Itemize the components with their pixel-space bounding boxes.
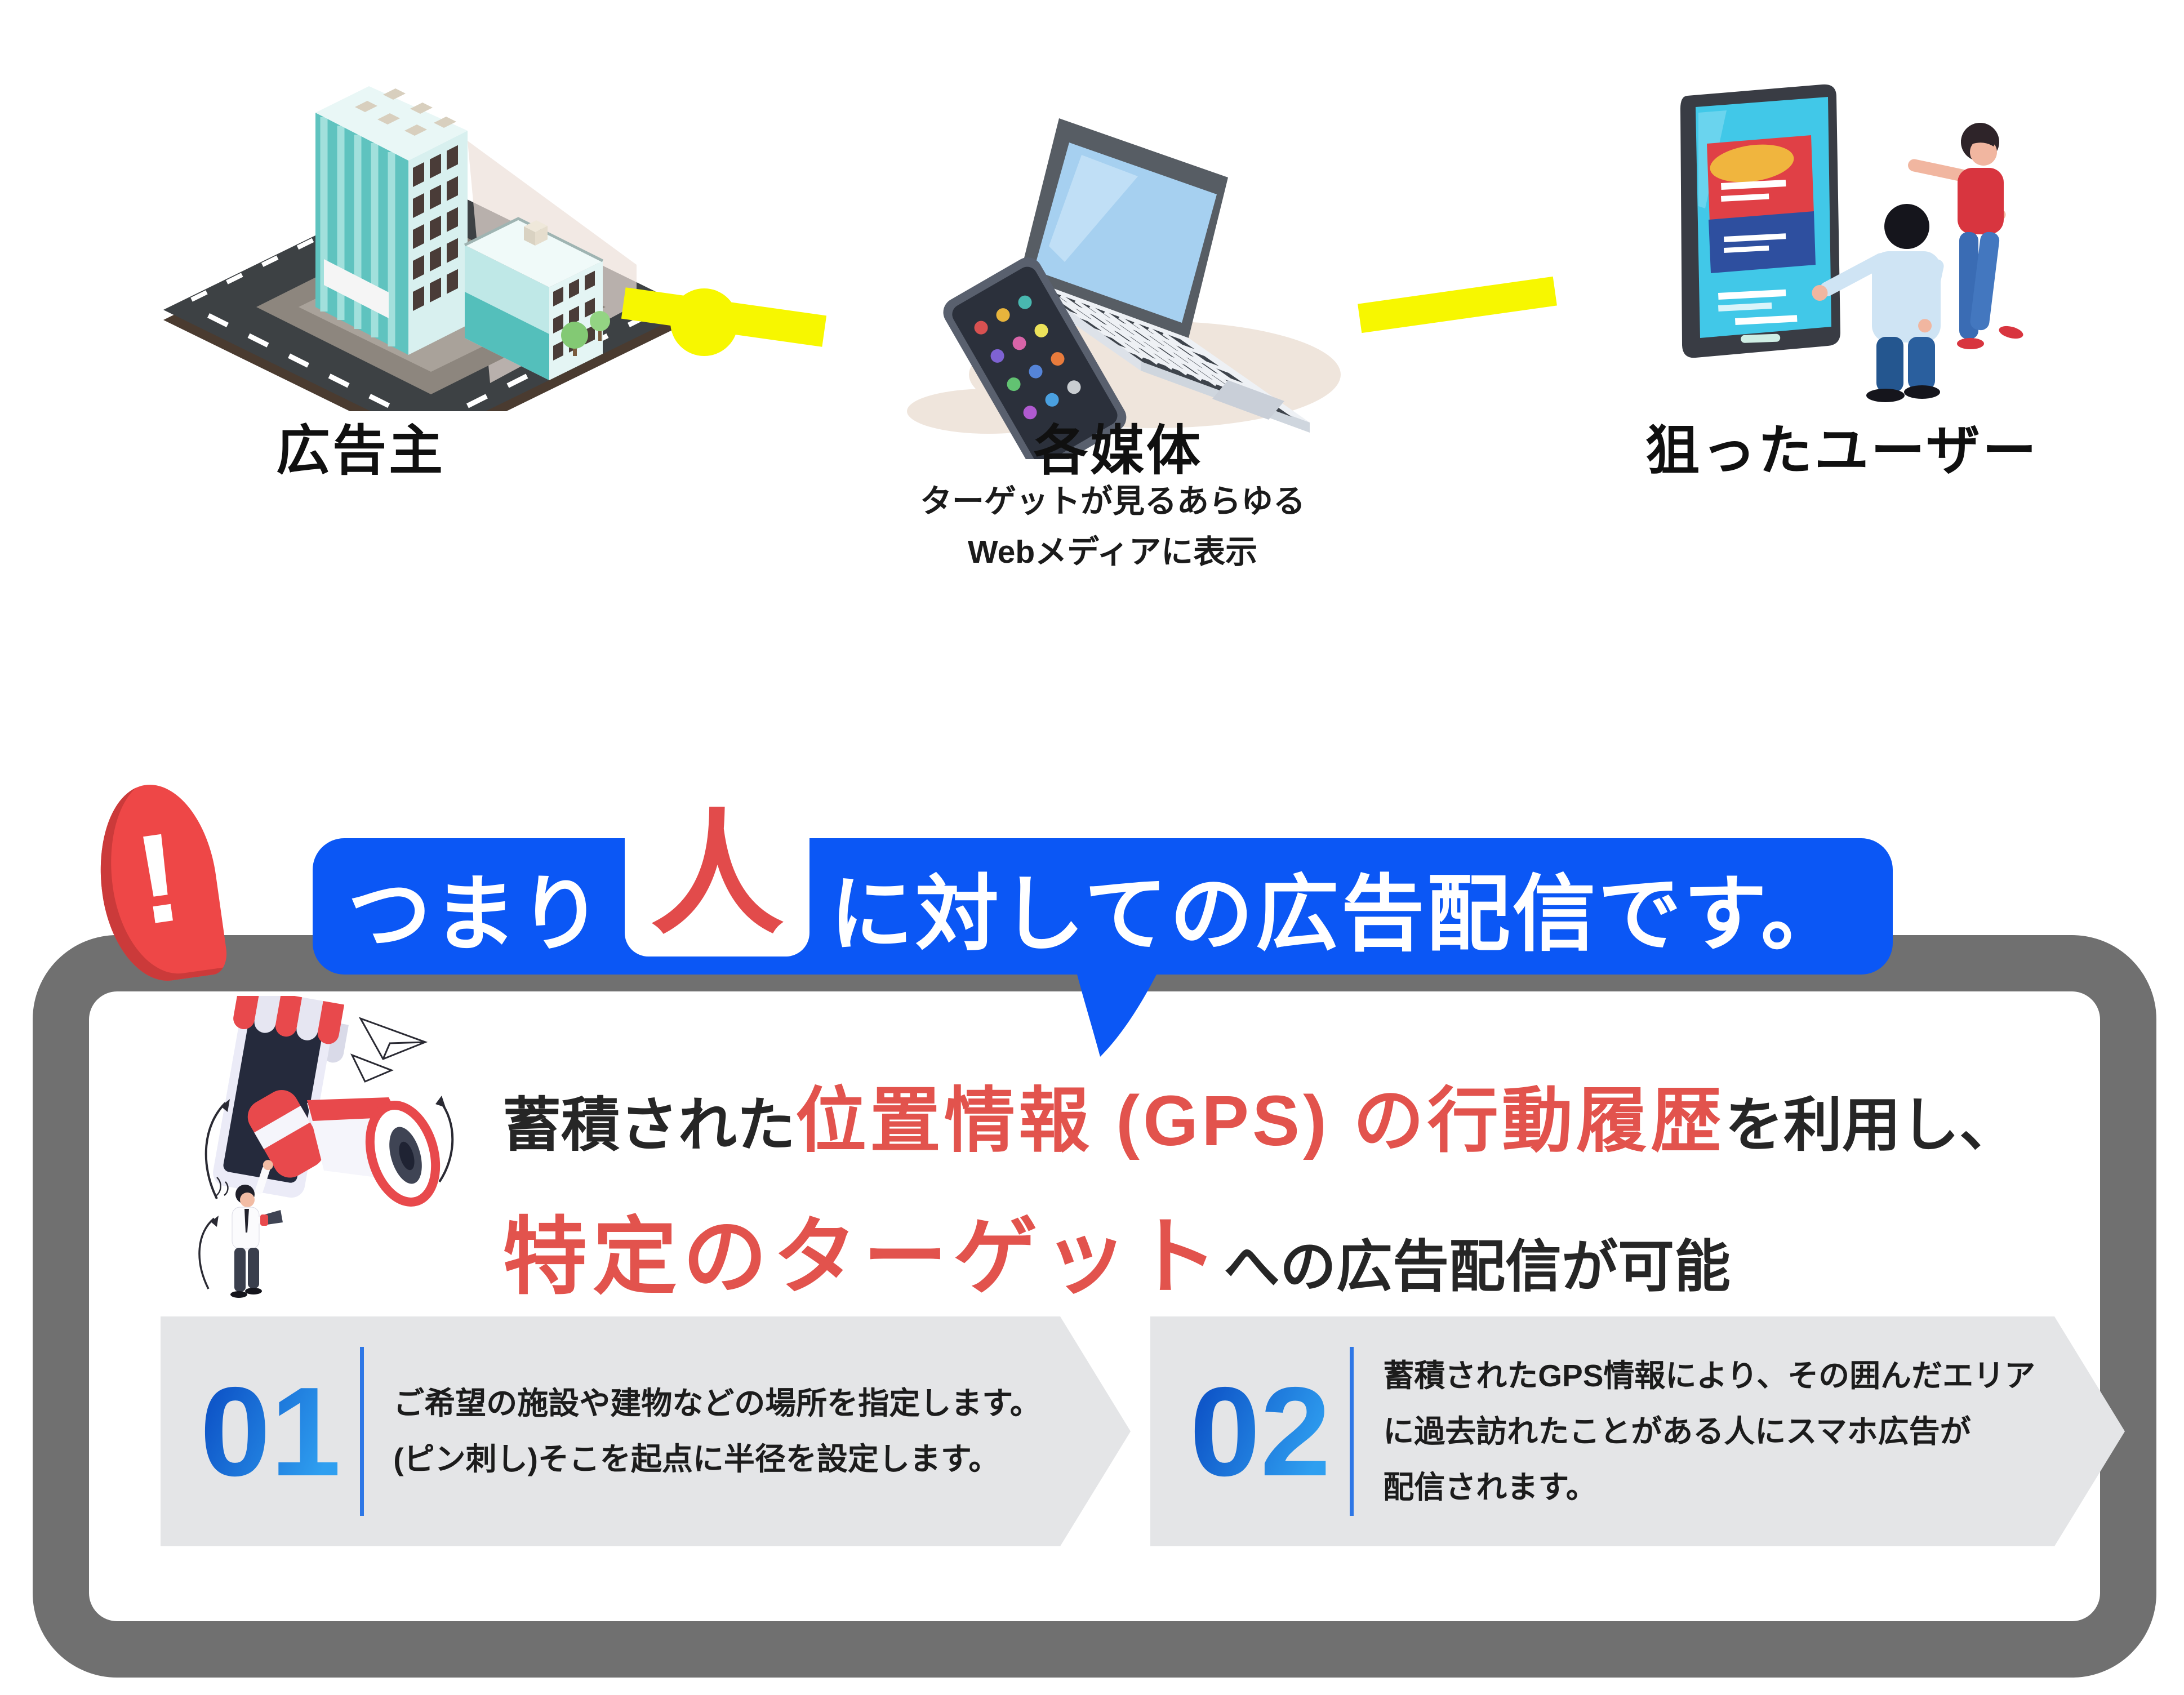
feature-line1-black2: を利用し、 (1725, 1093, 2018, 1158)
media-subtitle-line1: ターゲットが見るあらゆる (920, 483, 1305, 519)
feature-line1-red: 位置情報 (GPS) の行動履歴 (795, 1081, 1725, 1160)
person-highlight: 人 (650, 800, 784, 950)
targeted-users-illustration (1680, 84, 2023, 402)
banner-prefix: つまり (348, 867, 604, 961)
speech-tail (1077, 972, 1157, 1057)
step-1-line2: (ピン刺し)そこを起点に半径を設定します。 (393, 1442, 1000, 1476)
feature-line2: 特定のターゲットへの広告配信が可能 (502, 1199, 2018, 1341)
media-devices-illustration (907, 118, 1341, 459)
feature-line1: 蓄積された位置情報 (GPS) の行動履歴を利用し、 (502, 1074, 2018, 1190)
step-1-text: ご希望の施設や建物などの場所を指定します。 (ピン刺し)そこを起点に半径を設定し… (393, 1376, 1041, 1487)
media-label: 各媒体 (1034, 421, 1203, 481)
advertiser-label: 広告主 (276, 421, 445, 481)
step-2: 02 蓄積されたGPS情報により、その囲んだエリア に過去訪れたことがある人にス… (1150, 1316, 2125, 1546)
step-2-line2: に過去訪れたことがある人にスマホ広告が (1383, 1413, 1971, 1449)
step-1-number: 01 (200, 1360, 341, 1502)
feature-headline: 蓄積された位置情報 (GPS) の行動履歴を利用し、 特定のターゲットへの広告配… (502, 1074, 2018, 1341)
step-divider (1350, 1347, 1354, 1516)
connector-dot (670, 288, 738, 356)
media-subtitle-line2: Webメディアに表示 (967, 534, 1258, 570)
targeted-users-label: 狙ったユーザー (1645, 421, 2039, 481)
megaphone-phone-illustration (198, 996, 454, 1298)
media-subtitle: ターゲットが見るあらゆる Webメディアに表示 (831, 476, 1394, 577)
advertiser-building-illustration (163, 86, 693, 411)
info-panel (33, 935, 2156, 1678)
banner-suffix: に対しての広告配信です。 (830, 867, 1847, 961)
summary-banner: つまり 人 に対しての広告配信です。 (313, 803, 1893, 1057)
feature-line1-black1: 蓄積された (502, 1093, 796, 1158)
exclamation-icon: ! (127, 804, 189, 951)
step-2-number: 02 (1190, 1360, 1331, 1502)
feature-line2-red: 特定のターゲット (502, 1209, 1224, 1304)
person-highlight-box: 人 (625, 803, 809, 957)
step-2-text: 蓄積されたGPS情報により、その囲んだエリア に過去訪れたことがある人にスマホ広… (1383, 1348, 2035, 1515)
step-1: 01 ご希望の施設や建物などの場所を指定します。 (ピン刺し)そこを起点に半径を… (161, 1316, 1131, 1546)
step-1-line1: ご希望の施設や建物などの場所を指定します。 (393, 1386, 1041, 1421)
feature-line2-black: への広告配信が可能 (1224, 1235, 1731, 1298)
step-divider (360, 1347, 364, 1516)
step-2-line1: 蓄積されたGPS情報により、その囲んだエリア (1383, 1358, 2036, 1393)
step-2-line3: 配信されます。 (1383, 1469, 1597, 1505)
